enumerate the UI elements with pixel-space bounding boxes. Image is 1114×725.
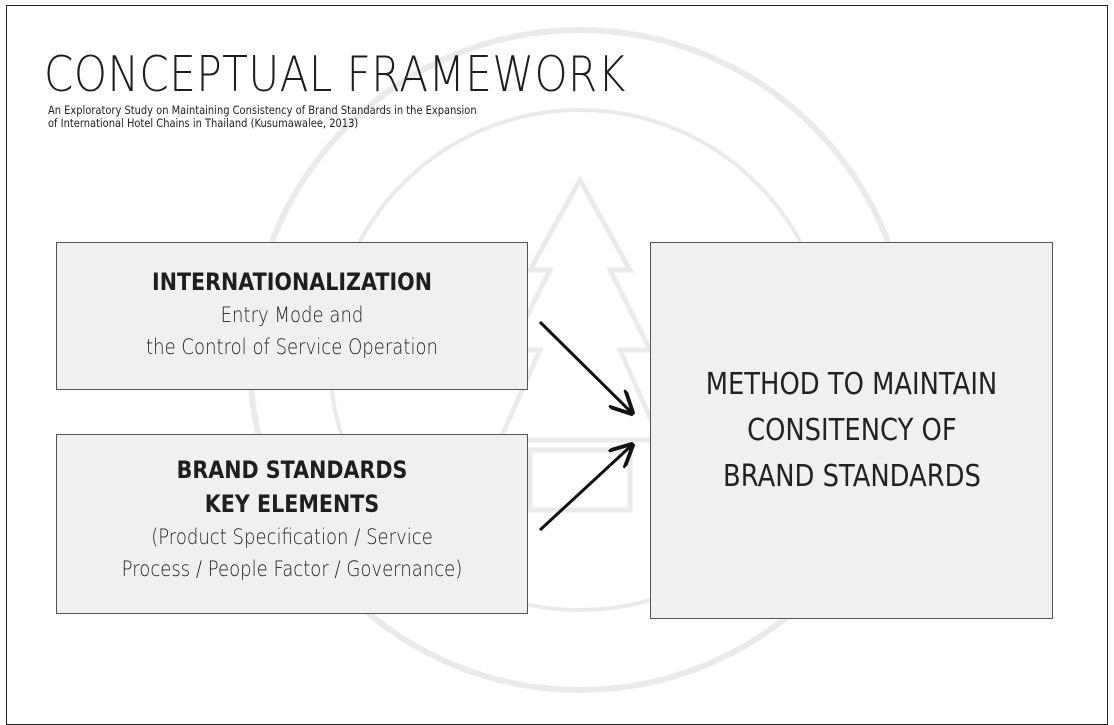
- subtitle-line-1: An Exploratory Study on Maintaining Cons…: [48, 103, 477, 117]
- method-box: METHOD TO MAINTAIN CONSITENCY OF BRAND S…: [650, 242, 1053, 619]
- internationalization-line-2: the Control of Service Operation: [146, 335, 438, 359]
- method-line-2: CONSITENCY OF: [746, 412, 957, 448]
- method-line-3: BRAND STANDARDS: [722, 458, 981, 494]
- internationalization-line-1: Entry Mode and: [220, 303, 364, 327]
- method-line-1: METHOD TO MAINTAIN: [705, 366, 998, 402]
- internationalization-box: INTERNATIONALIZATION Entry Mode and the …: [56, 242, 528, 390]
- brand-standards-heading-1: BRAND STANDARDS: [176, 456, 408, 484]
- brand-standards-line-1: (Product Specification / Service: [151, 525, 433, 549]
- brand-standards-box: BRAND STANDARDS KEY ELEMENTS (Product Sp…: [56, 434, 528, 614]
- brand-standards-heading-2: KEY ELEMENTS: [204, 490, 380, 518]
- page-subtitle: An Exploratory Study on Maintaining Cons…: [48, 104, 641, 130]
- page-title: CONCEPTUAL FRAMEWORK: [44, 46, 626, 103]
- internationalization-heading: INTERNATIONALIZATION: [152, 268, 432, 296]
- subtitle-line-2: of International Hotel Chains in Thailan…: [48, 116, 359, 130]
- brand-standards-line-2: Process / People Factor / Governance): [121, 557, 463, 581]
